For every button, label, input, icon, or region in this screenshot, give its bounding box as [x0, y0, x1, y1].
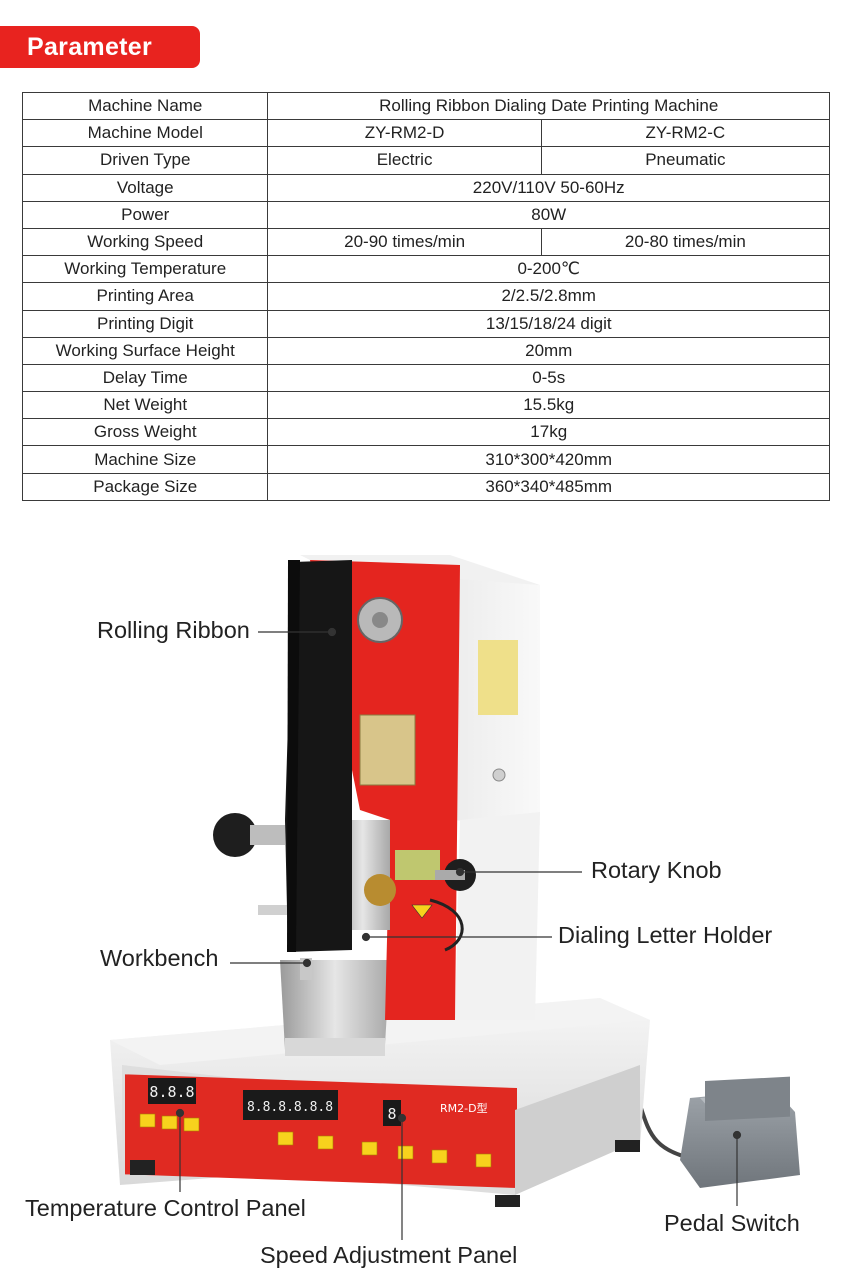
callout-rolling-ribbon: Rolling Ribbon	[97, 617, 250, 643]
spec-label: Voltage	[21, 173, 269, 202]
printing-machine-drawing: 8.8.8 8.8.8.8.8.8 8 RM2-D型	[110, 555, 800, 1240]
callout-rotary-knob: Rotary Knob	[591, 857, 722, 883]
spec-label: Working Temperature	[21, 255, 269, 284]
left-knob	[213, 813, 257, 857]
callout-pedal-switch: Pedal Switch	[664, 1210, 800, 1236]
spec-value: 360*340*485mm	[267, 472, 830, 501]
spec-label: Working Speed	[21, 227, 269, 257]
spec-value: 17kg	[267, 418, 830, 447]
spec-value: Pneumatic	[540, 146, 831, 175]
spec-value: 80W	[267, 200, 830, 229]
svg-text:8.8.8.8.8.8: 8.8.8.8.8.8	[247, 1100, 333, 1115]
workbench-stand	[280, 960, 390, 1050]
speed-display: 8	[383, 1100, 401, 1126]
spec-value: 20-90 times/min	[267, 227, 542, 257]
pedal-switch-drawing	[680, 1076, 800, 1188]
warning-label	[478, 640, 518, 715]
spec-label: Gross Weight	[21, 418, 269, 447]
spec-label: Package Size	[21, 472, 269, 501]
spec-value: Rolling Ribbon Dialing Date Printing Mac…	[267, 91, 830, 121]
spec-label: Driven Type	[21, 146, 269, 175]
count-display: 8.8.8.8.8.8	[243, 1090, 338, 1120]
print-head	[359, 714, 416, 786]
dialing-wheel	[364, 874, 396, 906]
spec-value: 0-200℃	[267, 255, 830, 284]
spec-label: Machine Size	[21, 445, 269, 474]
spec-label: Delay Time	[21, 363, 269, 393]
spec-value: 13/15/18/24 digit	[267, 309, 830, 338]
spec-value: 15.5kg	[267, 391, 830, 420]
spec-value: 220V/110V 50-60Hz	[267, 173, 830, 202]
callout-workbench: Workbench	[100, 945, 219, 971]
lower-column	[455, 812, 540, 1020]
model-plate: RM2-D型	[440, 1101, 488, 1115]
spec-value: 2/2.5/2.8mm	[267, 282, 830, 311]
svg-text:8: 8	[387, 1105, 396, 1123]
temp-display: 8.8.8	[148, 1078, 196, 1104]
control-panel-red	[125, 1074, 517, 1189]
spec-label: Printing Digit	[21, 309, 269, 338]
section-title: Parameter	[27, 33, 153, 61]
spec-label: Net Weight	[21, 391, 269, 420]
section-title-badge: Parameter	[0, 26, 200, 68]
panel-buttons	[139, 1113, 492, 1168]
svg-text:8.8.8: 8.8.8	[149, 1083, 194, 1101]
spec-value: ZY-RM2-C	[540, 119, 831, 148]
spec-value: 20-80 times/min	[540, 227, 831, 257]
spec-value: 20mm	[267, 336, 830, 365]
callout-temperature-control-panel: Temperature Control Panel	[25, 1195, 306, 1221]
callout-leaders	[175, 627, 742, 1240]
product-illustration: 8.8.8 8.8.8.8.8.8 8 RM2-D型	[0, 520, 850, 1277]
callout-speed-adjustment-panel: Speed Adjustment Panel	[260, 1242, 518, 1268]
spec-label: Working Surface Height	[21, 336, 269, 365]
spec-value: Electric	[267, 146, 542, 175]
callout-dialing-letter-holder: Dialing Letter Holder	[558, 922, 773, 948]
spec-value: 0-5s	[267, 363, 830, 393]
black-ribbon	[285, 560, 352, 952]
spec-label: Power	[21, 200, 269, 229]
spec-value: 310*300*420mm	[267, 445, 830, 474]
spec-label: Machine Model	[21, 119, 269, 148]
spec-label: Printing Area	[21, 282, 269, 311]
spec-value: ZY-RM2-D	[267, 119, 542, 148]
spec-label: Machine Name	[21, 91, 269, 121]
